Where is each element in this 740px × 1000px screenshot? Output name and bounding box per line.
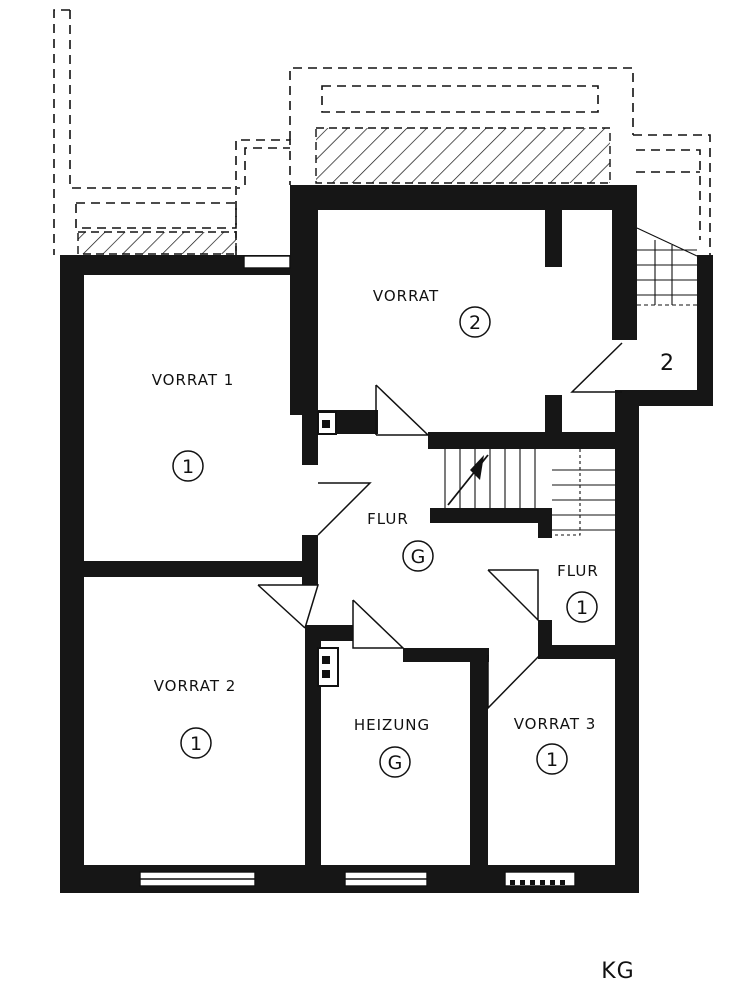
- chimney-lower-flue-1: [322, 656, 330, 664]
- wall-stair-right: [697, 255, 713, 405]
- room-mark-circle-vorrat-2: [180, 727, 212, 759]
- chimney-upper-flue: [322, 420, 330, 428]
- room-mark-vorrat-1: 1: [182, 456, 194, 478]
- wall-v1-flur-upper: [302, 275, 318, 465]
- wall-stair-bottom-inner: [430, 508, 548, 523]
- wall-v1-v2: [84, 561, 318, 577]
- window-top-left: [243, 255, 291, 269]
- wall-outer-right: [615, 390, 639, 893]
- room-name-flur-small: FLUR: [557, 562, 599, 580]
- room-mark-circle-vorrat-1: [172, 450, 204, 482]
- dashed-bench-left: [75, 202, 237, 229]
- dashed-wall-right: [633, 134, 711, 255]
- door-vorrat-3: [487, 654, 541, 710]
- dashed-wall-right-inner: [636, 149, 701, 240]
- wall-top-upper: [290, 185, 635, 210]
- dashed-wall-left-outer: [53, 9, 70, 255]
- sheet-label: KG: [601, 959, 634, 984]
- dashed-wall-left: [69, 10, 240, 189]
- room-name-vorrat-1: VORRAT 1: [152, 371, 235, 389]
- chimney-lower: [317, 647, 339, 687]
- room-mark-circle-flur-small: [566, 591, 598, 623]
- stair-label: 2: [660, 351, 674, 376]
- room-name-vorrat-3: VORRAT 3: [514, 715, 597, 733]
- door-vorrat: [375, 384, 430, 436]
- hatched-planter-left: [77, 231, 237, 255]
- dashed-step-left: [235, 139, 291, 255]
- door-flur-small: [487, 569, 539, 622]
- wall-flur-small-bottom: [538, 645, 618, 659]
- door-swings: [257, 342, 623, 710]
- wall-stub-vorrat: [545, 205, 562, 267]
- wall-stair-corner: [538, 508, 552, 538]
- stairs-exterior: [636, 227, 698, 306]
- window-vorrat-3-grille: [510, 880, 565, 885]
- room-name-vorrat: VORRAT: [373, 287, 439, 305]
- hatched-planter-top: [315, 127, 611, 184]
- chimney-blocks: [317, 411, 339, 687]
- room-mark-flur-main: G: [411, 546, 426, 568]
- wall-v1-flur-lower: [302, 535, 318, 585]
- wall-vorrat-stair: [428, 432, 616, 449]
- door-stair-exit: [570, 342, 623, 393]
- room-labels: VORRAT 1 1 VORRAT 2 2 FLUR G FLUR 1 VORR…: [152, 287, 674, 778]
- room-mark-vorrat-2: 1: [190, 733, 202, 755]
- dashed-terrace-outline: [289, 67, 634, 140]
- room-name-vorrat-2: VORRAT 2: [154, 677, 237, 695]
- room-name-flur-main: FLUR: [367, 510, 409, 528]
- wall-stair-bottom: [622, 390, 713, 406]
- room-mark-vorrat: 2: [469, 312, 481, 334]
- stair-arrow-icon: [470, 455, 484, 480]
- room-mark-vorrat-3: 1: [546, 749, 558, 771]
- dashed-outline-structures: [53, 9, 711, 255]
- door-vorrat-2: [258, 584, 320, 629]
- room-name-heizung: HEIZUNG: [354, 716, 430, 734]
- room-mark-circle-heizung: [379, 746, 411, 778]
- room-mark-circle-vorrat: [459, 306, 491, 338]
- door-vorrat-1: [317, 482, 372, 536]
- wall-v2-heizung-top: [305, 625, 353, 641]
- wall-top-left: [60, 255, 300, 275]
- door-heizung: [352, 599, 405, 649]
- room-mark-heizung: G: [388, 752, 403, 774]
- wall-heizung-top: [403, 648, 489, 662]
- dashed-bench-top: [321, 85, 599, 113]
- room-mark-circle-flur-main: [402, 540, 434, 572]
- chimney-lower-flue-2: [322, 670, 330, 678]
- wall-outer-left: [60, 255, 84, 893]
- dashed-step-left-inner: [244, 147, 290, 185]
- room-mark-flur-small: 1: [576, 597, 588, 619]
- room-mark-circle-vorrat-3: [536, 743, 568, 775]
- wall-upper-right: [612, 185, 637, 340]
- wall-heizung-v3: [470, 648, 488, 865]
- stairs-main: [444, 449, 615, 536]
- wall-stub-lower: [545, 395, 562, 435]
